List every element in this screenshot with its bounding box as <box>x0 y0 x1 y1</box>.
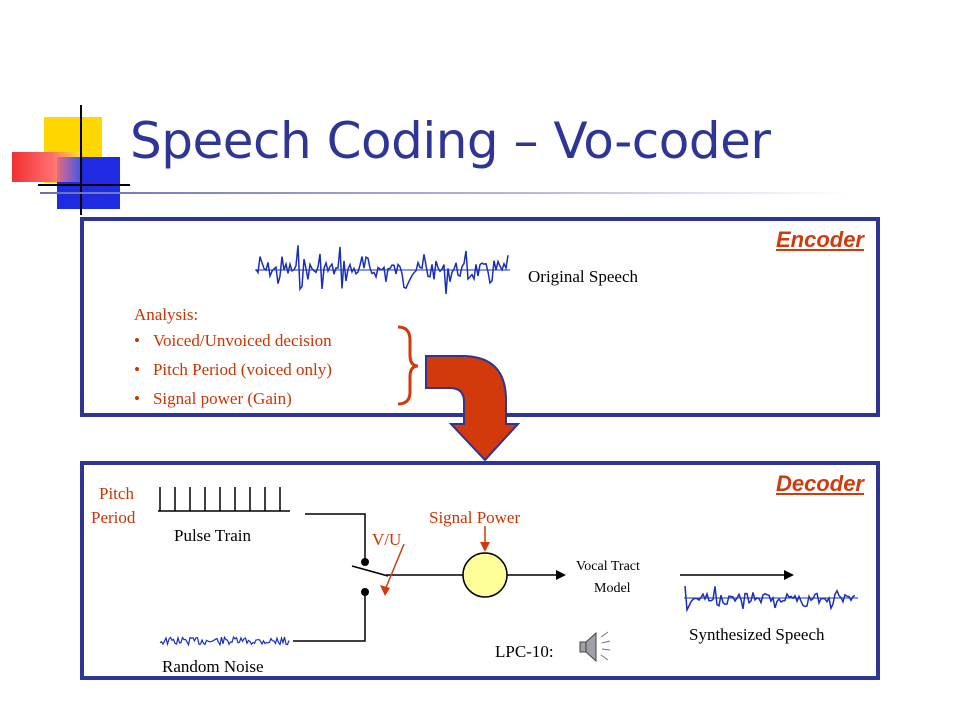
synthesized-output-arrowhead <box>784 570 794 580</box>
signal-power-arrowhead <box>480 542 490 552</box>
switch-lever <box>351 565 389 577</box>
vu-label: V/U <box>372 530 402 549</box>
pulse-train-label: Pulse Train <box>174 526 251 545</box>
analysis-heading: Analysis: <box>134 305 199 324</box>
synthesized-speech-label: Synthesized Speech <box>689 625 825 644</box>
original-speech-label: Original Speech <box>528 267 638 286</box>
random-noise-waveform <box>159 635 290 647</box>
title-underline <box>40 192 850 194</box>
encoder-to-decoder-arrow <box>425 355 521 462</box>
vocal-tract-input-arrowhead <box>556 570 566 580</box>
random-noise-label: Random Noise <box>162 657 264 676</box>
signal-power-label: Signal Power <box>429 508 521 527</box>
pitch-period-label-line1: Pitch <box>99 484 134 503</box>
corner-horizontal-line <box>38 184 130 186</box>
signal-wiring <box>293 513 463 642</box>
lpc-label: LPC-10: <box>495 642 554 661</box>
analysis-brace <box>397 325 419 406</box>
decoder-heading: Decoder <box>775 471 864 496</box>
pulse-train-graphic <box>158 487 290 512</box>
switch-contact-top <box>361 558 369 566</box>
gain-circle <box>462 552 508 598</box>
pitch-period-label-line2: Period <box>91 508 136 527</box>
corner-vertical-line <box>80 105 82 215</box>
red-corner-block <box>12 152 80 182</box>
analysis-item-signal-power: Signal power (Gain) <box>134 389 332 418</box>
vocal-tract-label-line2: Model <box>594 581 631 596</box>
analysis-item-pitch-period: Pitch Period (voiced only) <box>134 360 332 389</box>
vu-control-line <box>384 543 405 591</box>
analysis-list: Voiced/Unvoiced decision Pitch Period (v… <box>134 331 332 418</box>
analysis-item-voiced-unvoiced: Voiced/Unvoiced decision <box>134 331 332 360</box>
vocal-tract-label-line1: Vocal Tract <box>576 559 640 574</box>
speaker-icon[interactable] <box>579 631 611 663</box>
switch-contact-bottom <box>361 588 369 596</box>
encoder-heading: Encoder <box>775 227 864 252</box>
slide-title: Speech Coding – Vo-coder <box>130 112 771 170</box>
vu-control-arrowhead <box>380 585 390 596</box>
